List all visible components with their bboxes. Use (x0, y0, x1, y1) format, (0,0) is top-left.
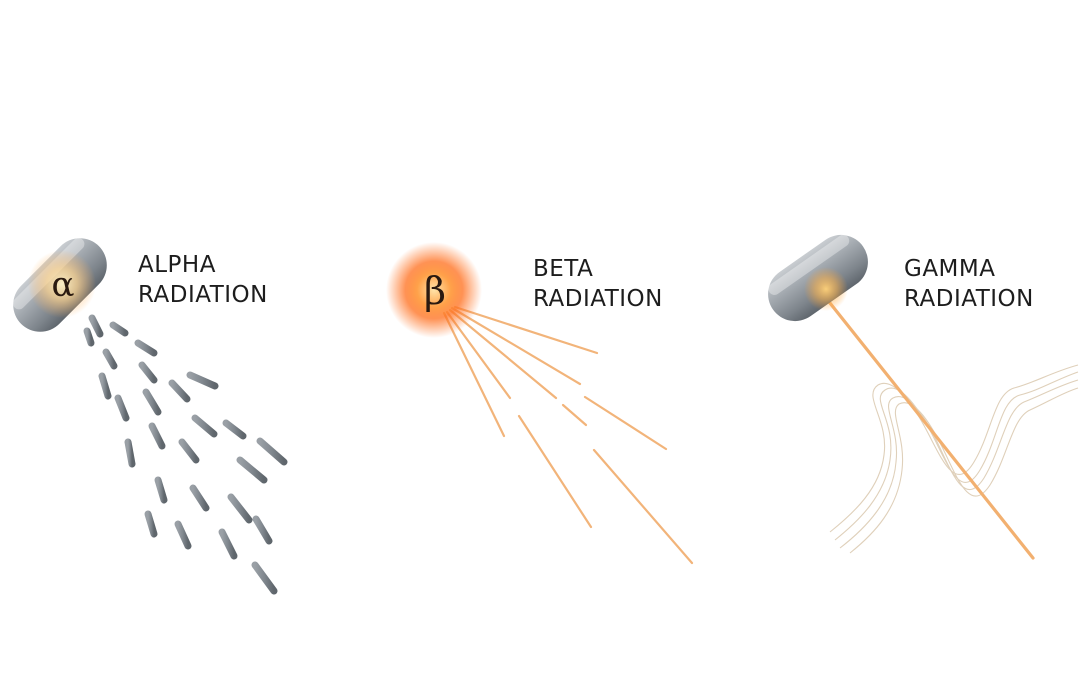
alpha-particle (227, 493, 253, 524)
alpha-particle (88, 314, 104, 338)
beta-ray (450, 306, 582, 386)
gamma-label-line1: GAMMA (904, 256, 996, 282)
alpha-label-line1: ALPHA (138, 252, 216, 278)
alpha-particle (142, 388, 162, 416)
alpha-particle (102, 348, 118, 370)
alpha-particle (109, 321, 129, 337)
alpha-particle (144, 510, 158, 538)
alpha-particle (168, 379, 191, 403)
alpha-particle (218, 528, 238, 560)
beta-label-line1: BETA (533, 256, 594, 282)
beta-rays (442, 305, 694, 565)
beta-glow (386, 242, 482, 338)
gamma-label-line2: RADIATION (904, 286, 1034, 312)
alpha-particle (256, 437, 288, 466)
beta-label: BETA RADIATION (533, 254, 663, 314)
alpha-particle (186, 371, 219, 390)
alpha-particle (189, 484, 210, 512)
alpha-particle (148, 422, 166, 450)
alpha-particle (174, 520, 192, 550)
gamma-ray (816, 286, 1035, 560)
alpha-particles (83, 314, 288, 595)
alpha-particle (222, 419, 247, 440)
alpha-particle (124, 438, 136, 468)
alpha-particle (178, 438, 200, 464)
beta-ray (592, 448, 694, 565)
alpha-particle (236, 456, 268, 484)
alpha-symbol: α (52, 265, 75, 305)
alpha-particle (191, 414, 218, 438)
alpha-particle (252, 515, 273, 545)
alpha-particle (134, 339, 158, 357)
alpha-glow (28, 250, 96, 318)
alpha-particle (154, 476, 168, 504)
gamma-glow (804, 267, 848, 311)
alpha-particle (98, 372, 112, 400)
beta-ray (583, 395, 668, 451)
beta-label-line2: RADIATION (533, 286, 663, 312)
alpha-particle (114, 394, 130, 422)
beta-ray (453, 305, 599, 355)
alpha-label-line2: RADIATION (138, 282, 268, 308)
alpha-particle (138, 361, 158, 384)
alpha-label: ALPHA RADIATION (138, 250, 268, 310)
beta-ray (517, 414, 593, 529)
alpha-particle (83, 327, 95, 347)
gamma-wave (829, 364, 1079, 554)
beta-symbol: β (424, 269, 446, 313)
beta-ray (448, 308, 558, 400)
alpha-particle (251, 561, 278, 595)
beta-ray (561, 403, 588, 427)
gamma-label: GAMMA RADIATION (904, 254, 1034, 314)
